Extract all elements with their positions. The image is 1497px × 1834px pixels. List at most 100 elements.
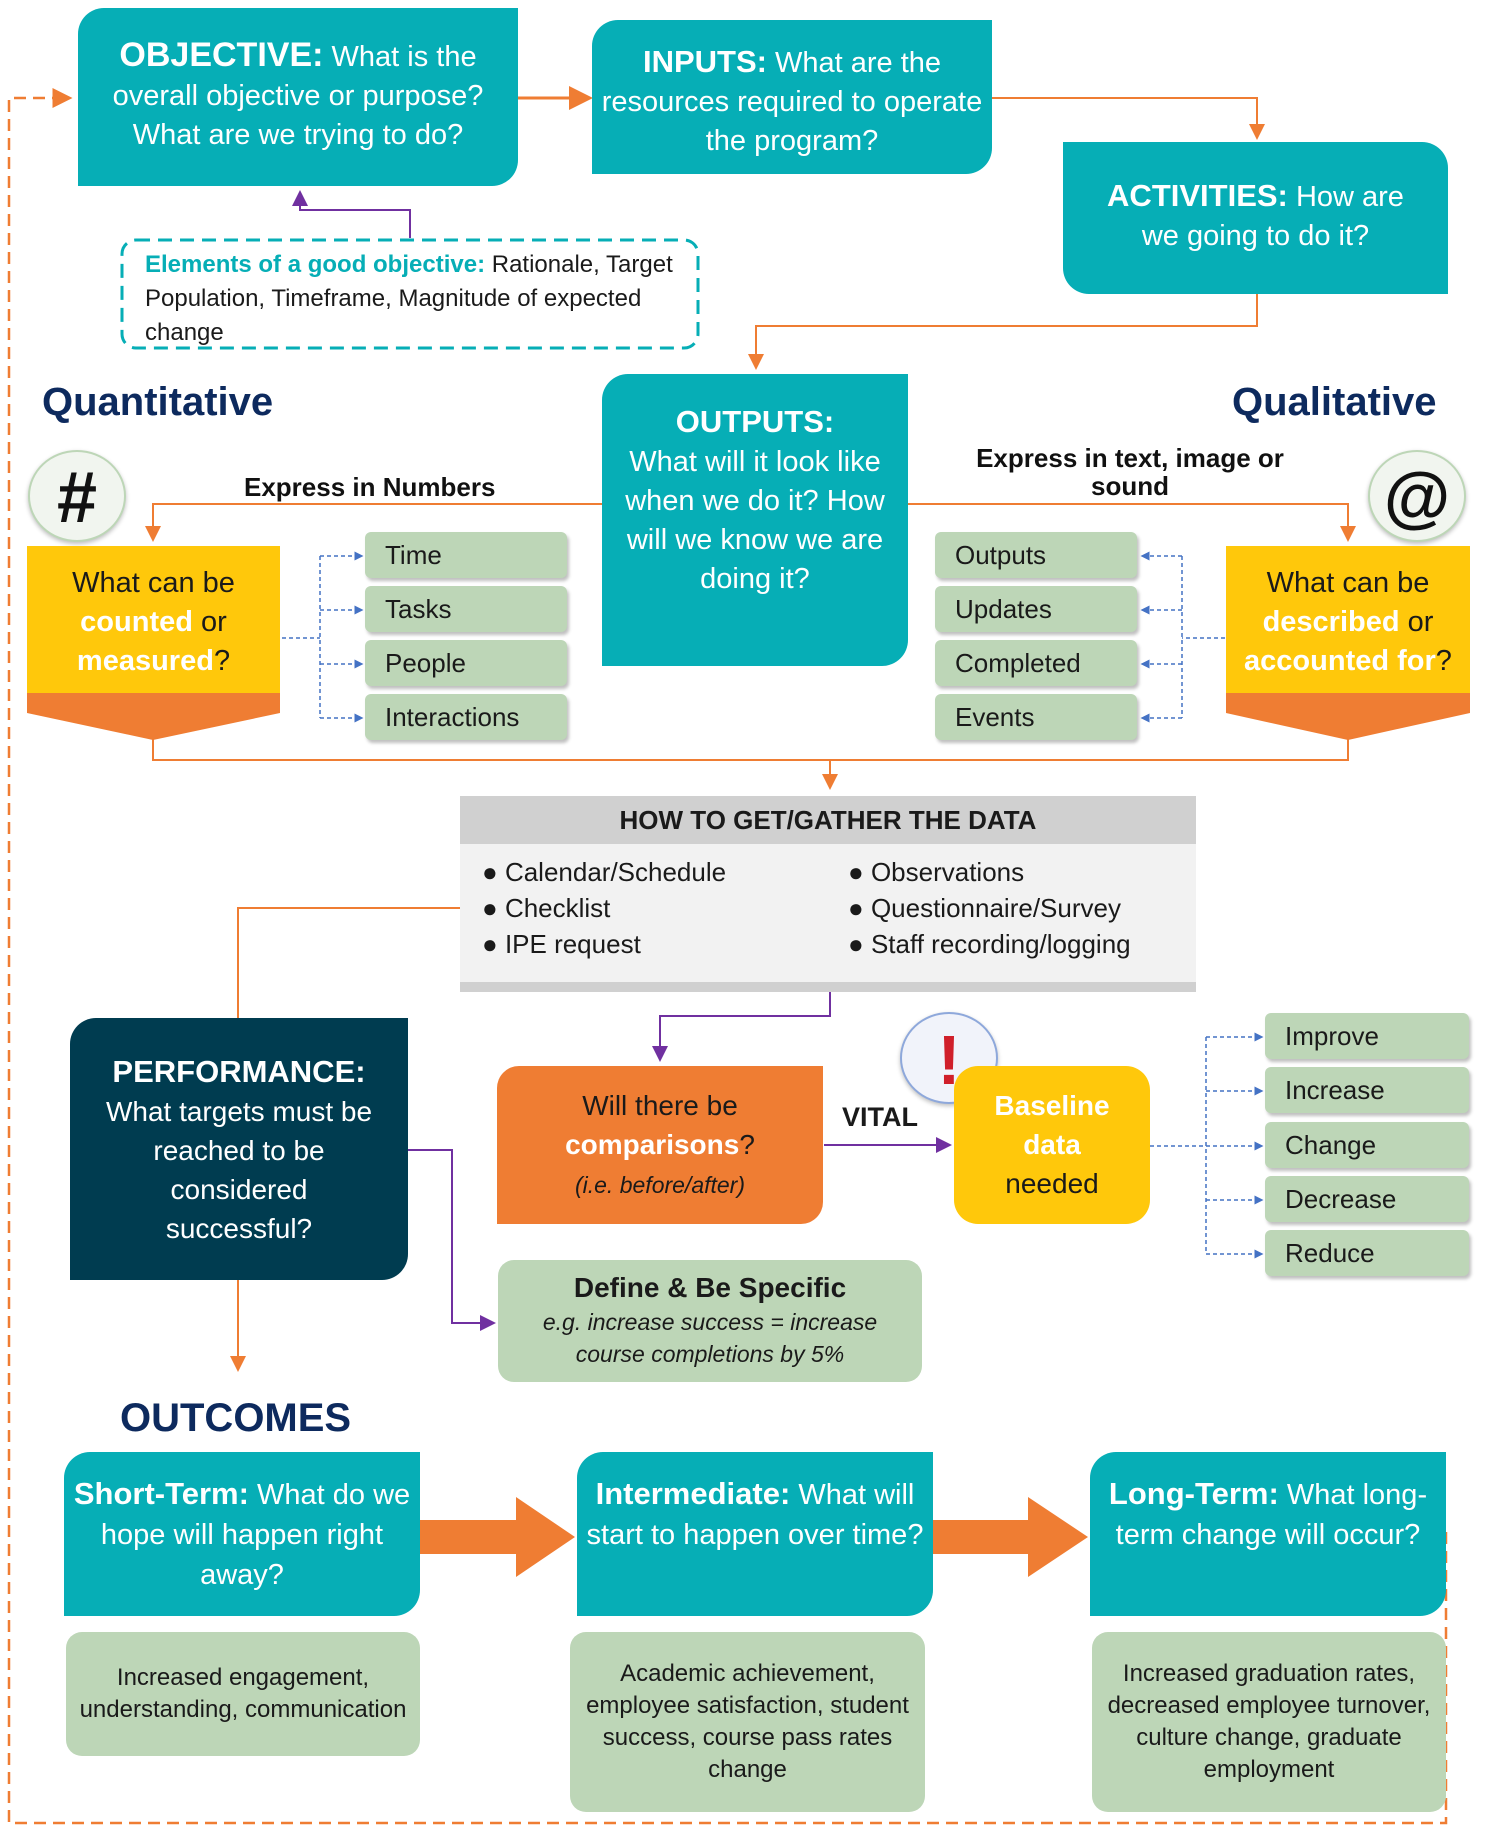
quantitative-item: Tasks — [365, 586, 567, 632]
qualitative-item: Completed — [935, 640, 1137, 686]
inputs-title: INPUTS: — [642, 44, 767, 79]
long-term-box: Long-Term: What long-term change will oc… — [1090, 1452, 1446, 1616]
data-method: ● Calendar/Schedule — [482, 857, 727, 887]
baseline-data: data — [1023, 1129, 1081, 1160]
comparisons-text: Will there be — [582, 1090, 738, 1121]
outputs-text: What will it look like when we do it? Ho… — [625, 446, 885, 595]
activities-title: ACTIVITIES: — [1107, 178, 1288, 213]
quantitative-qmark: ? — [213, 645, 231, 677]
intermediate-text-a: What — [798, 1479, 867, 1511]
arrow-short-intermediate — [420, 1497, 575, 1577]
hash-icon: # — [28, 450, 126, 542]
data-panel-footer — [460, 982, 1196, 992]
comparisons-box: Will there be comparisons? (i.e. before/… — [497, 1066, 823, 1224]
quantitative-item: People — [365, 640, 567, 686]
activities-text: How are we going to do it? — [1141, 181, 1404, 252]
quantitative-item: Time — [365, 532, 567, 578]
good-objective-border — [120, 238, 700, 350]
intermediate-text-b: will start to happen over time? — [586, 1479, 924, 1551]
data-method: ● Checklist — [482, 893, 611, 923]
data-method-list-right: ● Observations ● Questionnaire/Survey ● … — [848, 854, 1188, 962]
qualitative-described: described — [1262, 606, 1400, 638]
qualitative-item: Events — [935, 694, 1137, 740]
at-sign-icon: @ — [1368, 450, 1466, 542]
intermediate-title: Intermediate: — [595, 1476, 791, 1511]
outputs-box: OUTPUTS: What will it look like when we … — [602, 374, 908, 666]
short-term-detail: Increased engagement, understanding, com… — [66, 1632, 420, 1756]
comparisons-qmark: ? — [739, 1129, 755, 1160]
short-term-box: Short-Term: What do we hope will happen … — [64, 1452, 420, 1616]
good-objective-title: Elements of a good objective: — [145, 251, 486, 278]
long-term-title: Long-Term: — [1108, 1476, 1279, 1511]
objective-text: What is the overall objective or purpose… — [112, 41, 484, 151]
arrow-outputs-quantitative — [145, 503, 602, 542]
qualitative-item: Outputs — [935, 532, 1137, 578]
good-objective-note: Elements of a good objective: Rationale,… — [145, 248, 685, 350]
objective-title: OBJECTIVE: — [119, 36, 324, 74]
activities-box: ACTIVITIES: How are we going to do it? — [1063, 142, 1448, 294]
data-method: ● IPE request — [482, 929, 641, 959]
change-item: Increase — [1265, 1067, 1469, 1113]
outputs-title: OUTPUTS: — [675, 404, 835, 439]
line-merge-data — [152, 738, 1349, 761]
qualitative-or: or — [1407, 606, 1434, 638]
intermediate-detail-text: Academic achievement, employee satisfact… — [586, 1660, 909, 1783]
intermediate-detail: Academic achievement, employee satisfact… — [570, 1632, 925, 1812]
intermediate-box: Intermediate: What will start to happen … — [577, 1452, 933, 1616]
line-data-performance — [237, 907, 460, 1018]
data-method-list-left: ● Calendar/Schedule ● Checklist ● IPE re… — [482, 854, 822, 962]
short-term-title: Short-Term: — [73, 1476, 249, 1511]
arrow-outputs-qualitative — [907, 503, 1356, 542]
quantitative-measured: measured — [76, 645, 214, 677]
quantitative-heading: Quantitative — [42, 380, 274, 424]
vital-label: VITAL — [842, 1102, 918, 1132]
arrow-performance-define — [408, 1149, 496, 1331]
feedback-loop — [7, 88, 1448, 1825]
change-item: Reduce — [1265, 1230, 1469, 1276]
long-term-detail: Increased graduation rates, decreased em… — [1092, 1632, 1446, 1812]
baseline-box: Baseline data needed — [954, 1066, 1150, 1224]
data-gathering-title: HOW TO GET/GATHER THE DATA — [460, 796, 1196, 844]
comparisons-note: (i.e. before/after) — [574, 1172, 746, 1198]
comparisons-highlight: comparisons — [565, 1129, 740, 1160]
outcomes-heading: OUTCOMES — [120, 1396, 352, 1440]
quantitative-box: What can be counted or measured? — [27, 546, 280, 693]
quantitative-subheading: Express in Numbers — [244, 472, 496, 502]
qualitative-box-text: What can be — [1266, 567, 1430, 599]
data-method: ● Questionnaire/Survey — [848, 893, 1121, 923]
qualitative-box: What can be described or accounted for? — [1226, 546, 1470, 693]
baseline-highlight: Baseline — [994, 1090, 1110, 1121]
quantitative-item: Interactions — [365, 694, 567, 740]
define-title: Define & Be Specific — [573, 1272, 847, 1303]
arrow-data-comparisons — [652, 992, 831, 1062]
qualitative-accounted: accounted for — [1244, 645, 1436, 677]
long-term-text-a: What — [1286, 1479, 1355, 1511]
define-text: e.g. increase success = increase course … — [542, 1309, 878, 1367]
long-term-detail-text: Increased graduation rates, decreased em… — [1107, 1660, 1431, 1783]
performance-box: PERFORMANCE: What targets must be reache… — [70, 1018, 408, 1280]
inputs-box: INPUTS: What are the resources required … — [592, 20, 992, 174]
baseline-text: needed — [1005, 1168, 1099, 1199]
qualitative-qmark: ? — [1435, 645, 1452, 677]
data-method: ● Staff recording/logging — [848, 929, 1131, 959]
change-item: Decrease — [1265, 1176, 1469, 1222]
long-term-text-b: long-term change will occur? — [1115, 1479, 1428, 1551]
change-item: Improve — [1265, 1013, 1469, 1059]
quantitative-or: or — [201, 606, 227, 638]
quantitative-counted: counted — [80, 606, 193, 638]
arrow-activities-outputs — [748, 294, 1258, 370]
data-gathering-panel: HOW TO GET/GATHER THE DATA ● Calendar/Sc… — [460, 796, 1196, 992]
performance-title: PERFORMANCE: — [112, 1054, 366, 1089]
performance-text: What targets must be reached to be consi… — [105, 1096, 373, 1244]
qualitative-item: Updates — [935, 586, 1137, 632]
objective-box: OBJECTIVE: What is the overall objective… — [78, 8, 518, 186]
good-objective-text: Rationale, Target Population, Timeframe,… — [145, 251, 673, 346]
arrow-elements-objective — [292, 190, 411, 238]
define-box: Define & Be Specific e.g. increase succe… — [498, 1260, 922, 1382]
qualitative-heading: Qualitative — [1232, 380, 1437, 424]
quantitative-box-text: What can be — [72, 567, 235, 599]
short-term-detail-text: Increased engagement, understanding, com… — [79, 1664, 407, 1723]
change-item: Change — [1265, 1122, 1469, 1168]
qualitative-subheading: Express in text, image or sound — [976, 443, 1284, 501]
